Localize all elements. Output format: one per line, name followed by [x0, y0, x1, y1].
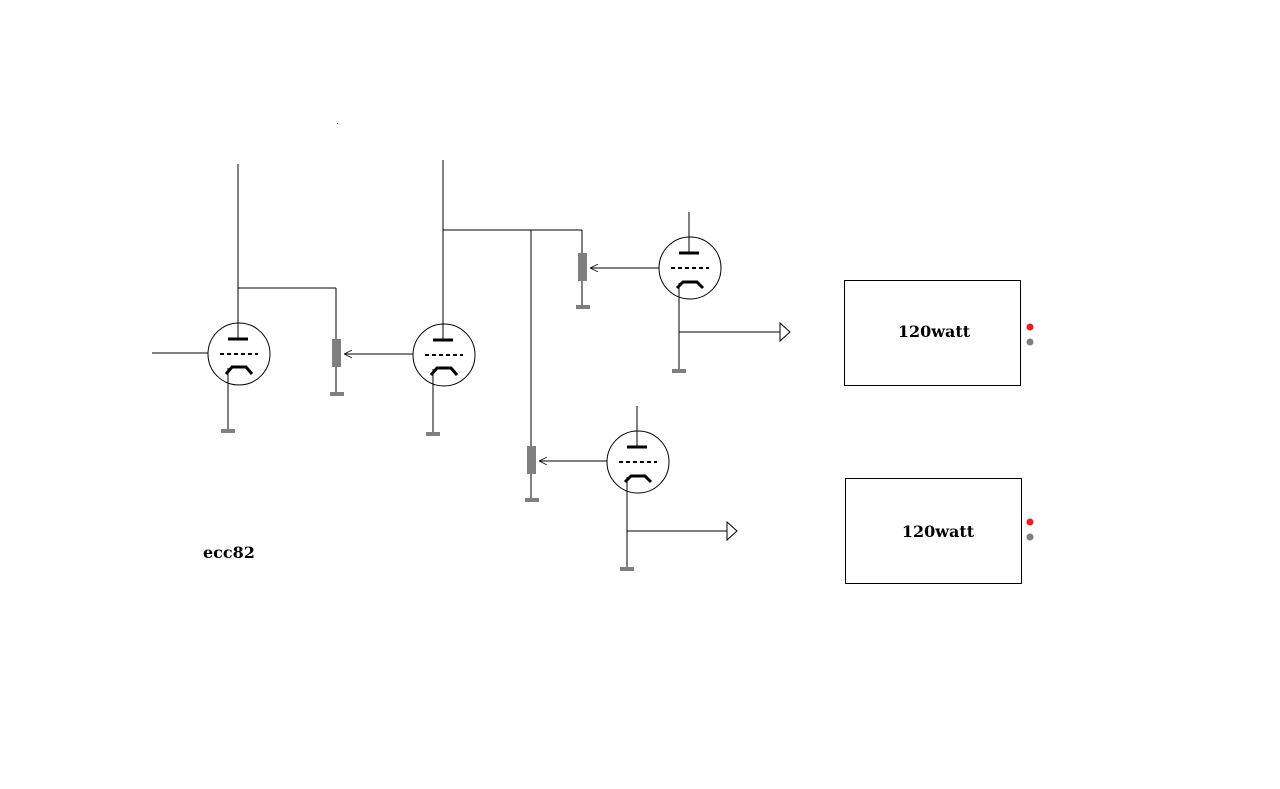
- ground-icon: [672, 369, 686, 373]
- ground-icon: [221, 429, 235, 433]
- ground-icon: [525, 498, 539, 502]
- tube-3-cathode: [675, 280, 705, 290]
- tube-4-envelope: [606, 430, 670, 494]
- tube-3-envelope: [658, 236, 722, 300]
- pot-2: [576, 253, 659, 309]
- tube-4-cathode: [623, 474, 653, 484]
- tube-2: [412, 160, 583, 447]
- ground-icon: [620, 567, 634, 571]
- resistor-icon: [332, 339, 341, 367]
- amplifier-1-label: 120watt: [898, 322, 971, 341]
- tube-2-envelope: [412, 323, 476, 387]
- amplifier-2-label: 120watt: [902, 522, 975, 541]
- indicator-dot-red: [1026, 323, 1034, 331]
- tube-2-cathode: [429, 366, 459, 376]
- tube-type-label: ecc82: [203, 543, 255, 562]
- output-arrow-icon: [726, 520, 738, 542]
- amplifier-2: 120watt: [845, 478, 1034, 584]
- tube-1: [152, 164, 337, 433]
- indicator-dot-red: [1026, 518, 1034, 526]
- tube-3: [658, 212, 791, 373]
- output-arrow-icon: [779, 321, 791, 343]
- resistor-icon: [578, 253, 587, 281]
- indicator-dot-gray: [1026, 338, 1034, 346]
- amplifier-1-box: [844, 280, 1021, 386]
- ground-icon: [426, 432, 440, 436]
- tube-1-cathode: [224, 365, 254, 375]
- amplifier-2-box: [845, 478, 1022, 584]
- pot-1: [330, 339, 413, 396]
- stray-dot: [337, 123, 338, 124]
- indicator-dot-gray: [1026, 533, 1034, 541]
- ground-icon: [330, 392, 344, 396]
- tube-4: [606, 406, 738, 571]
- pot-3: [525, 446, 607, 502]
- ground-icon: [576, 305, 590, 309]
- tube-1-envelope: [207, 322, 271, 386]
- resistor-icon: [527, 446, 536, 474]
- amplifier-1: 120watt: [844, 280, 1034, 386]
